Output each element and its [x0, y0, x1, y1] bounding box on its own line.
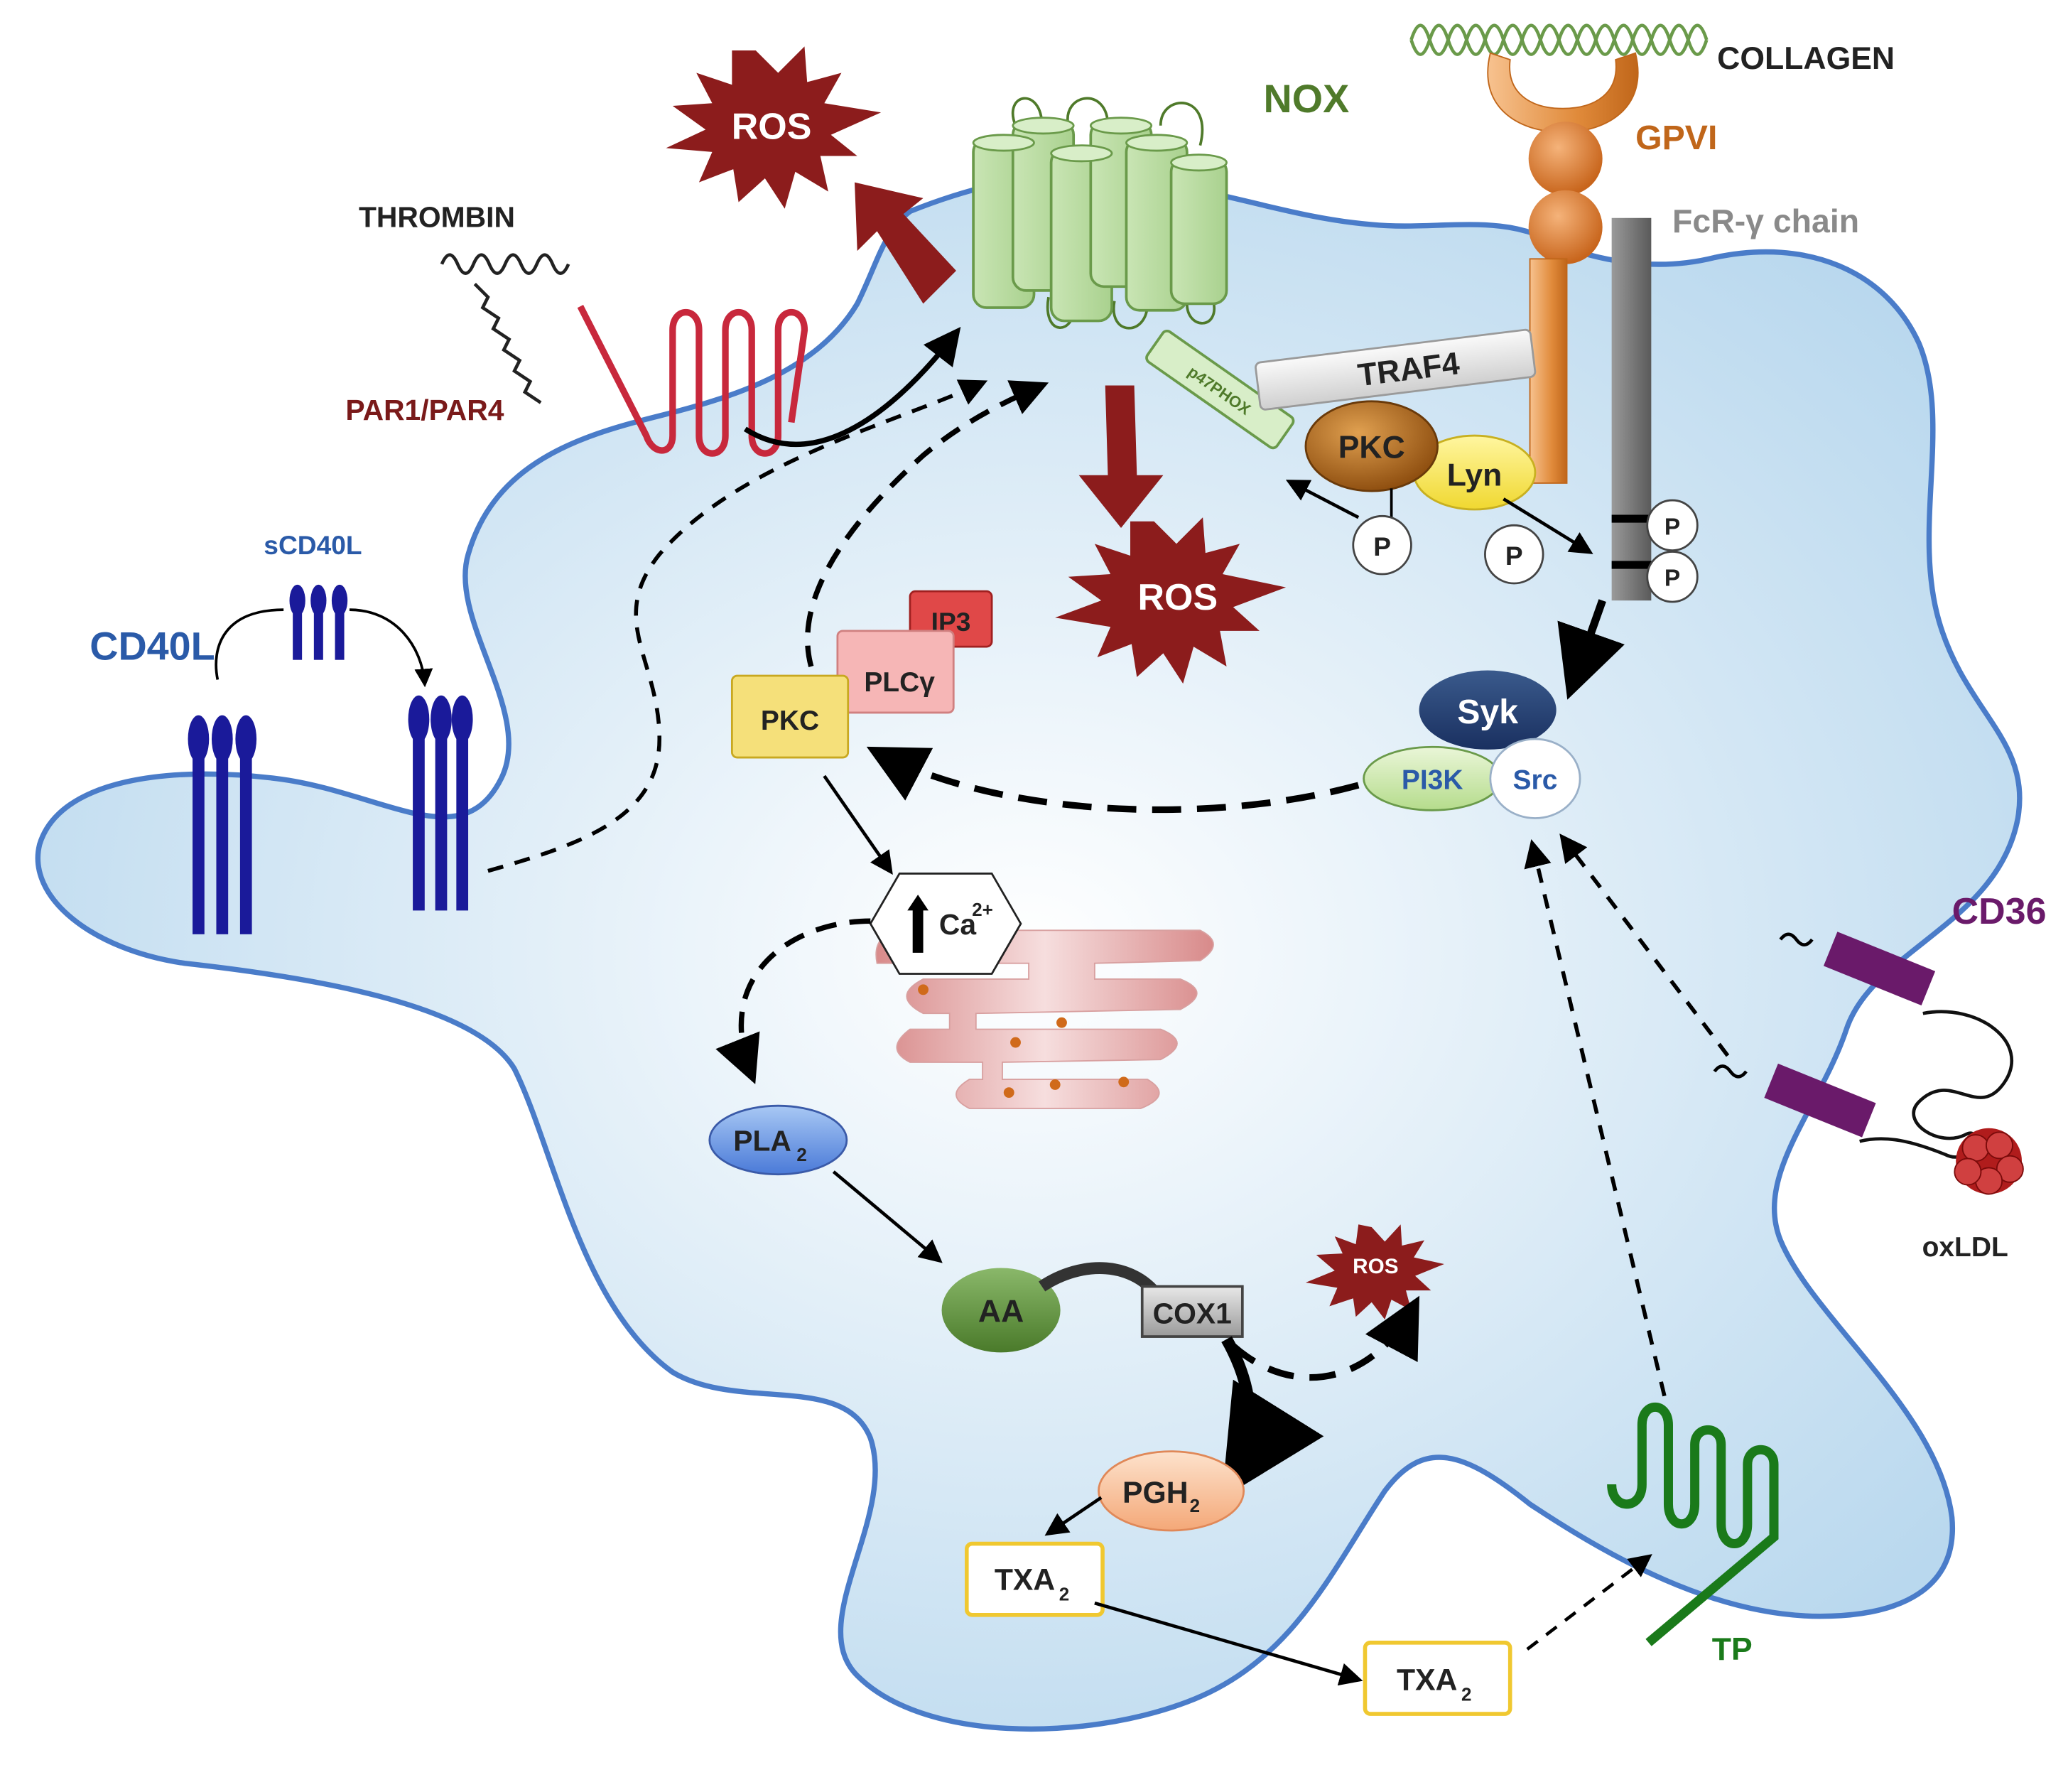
ros-small-label: ROS	[1353, 1255, 1398, 1278]
calcium-label: Ca	[939, 908, 976, 941]
txa2-outside-subscript: 2	[1461, 1683, 1471, 1705]
txa2-outside-label: TXA	[1397, 1663, 1457, 1697]
traf4-protein: TRAF4	[1255, 328, 1537, 411]
arachidonic-acid	[941, 1268, 1061, 1353]
syk-label: Syk	[1457, 693, 1518, 731]
ros-star-middle: ROS	[1055, 517, 1287, 684]
nox-complex	[972, 97, 1228, 330]
cox1-label: COX1	[1153, 1297, 1232, 1330]
pi3k-label: PI3K	[1402, 765, 1463, 796]
up-arrow-icon	[907, 895, 929, 953]
ros-star-small: ROS	[1305, 1224, 1444, 1319]
nox-label: NOX	[1264, 77, 1350, 121]
syk-kinase	[1419, 670, 1557, 750]
cox1-box: COX1	[1140, 1285, 1244, 1338]
aa-label: AA	[978, 1295, 1024, 1329]
gpvi-receptor	[1487, 52, 1639, 484]
txa2-box-outside: TXA 2	[1363, 1640, 1512, 1716]
src-label: Src	[1513, 765, 1558, 796]
phosphate-circle	[1352, 514, 1412, 576]
pgh2-label: PGH	[1122, 1476, 1189, 1510]
pla2-subscript: 2	[796, 1144, 806, 1165]
phosphate-label: P	[1505, 541, 1523, 571]
collagen-label: COLLAGEN	[1717, 41, 1895, 76]
txa2-inside-label: TXA	[995, 1563, 1055, 1597]
ros-star-top: ROS	[666, 46, 882, 209]
cd36-label: CD36	[1952, 891, 2047, 932]
ros-middle-label: ROS	[1138, 577, 1218, 618]
membrane-cd40l-right	[408, 695, 473, 911]
soluble-cd40l	[289, 584, 348, 660]
fcr-gamma-chain	[1611, 217, 1655, 601]
lyn-label: Lyn	[1447, 458, 1503, 493]
pkc-yellow-label: PKC	[761, 706, 819, 736]
cd36-receptor	[1713, 932, 2014, 1159]
thrombin-molecule	[440, 253, 570, 404]
par-label: PAR1/PAR4	[345, 394, 504, 426]
gpvi-label: GPVI	[1635, 119, 1717, 157]
txa2-inside-subscript: 2	[1059, 1583, 1069, 1604]
nox-to-ros-arrow-down	[1078, 385, 1164, 529]
pgh2-subscript: 2	[1190, 1495, 1200, 1516]
pgh2-molecule	[1098, 1450, 1245, 1532]
phosphate-label: P	[1664, 514, 1680, 540]
collagen-fiber	[1409, 23, 1709, 56]
phosphate-circle	[1646, 551, 1699, 603]
txa2-box-inside: TXA 2	[965, 1541, 1105, 1617]
tp-label: TP	[1712, 1632, 1753, 1667]
oxldl-label: oxLDL	[1922, 1232, 2008, 1263]
thrombin-label: THROMBIN	[359, 201, 515, 234]
ros-top-label: ROS	[732, 106, 812, 147]
calcium-increase-hexagon: Ca 2+	[869, 873, 1022, 975]
pkc-yellow-box: PKC	[730, 674, 850, 759]
phosphate-circle	[1646, 499, 1699, 551]
phosphate-circle	[1484, 524, 1544, 585]
pla2-enzyme	[708, 1104, 848, 1176]
scd40l-label: sCD40L	[264, 530, 362, 560]
calcium-charge-label: 2+	[972, 899, 993, 920]
pla2-label: PLA	[733, 1124, 791, 1157]
fcr-gamma-label: FcR-γ chain	[1672, 203, 1859, 239]
par-receptor	[577, 305, 808, 457]
tp-receptor	[1607, 1403, 1779, 1646]
cd40l-label: CD40L	[90, 625, 215, 669]
src-kinase	[1489, 738, 1581, 819]
membrane-cd40l-left	[188, 715, 257, 934]
oxldl-particle	[1954, 1128, 2024, 1195]
phosphate-label: P	[1373, 531, 1391, 561]
pkc-orange-label: PKC	[1338, 431, 1405, 465]
phosphate-label: P	[1664, 566, 1680, 592]
nox-to-ros-arrow-up	[855, 182, 956, 304]
plcg-box: PLCγ	[836, 630, 955, 714]
plcg-label: PLCγ	[864, 667, 935, 698]
pkc-orange-kinase	[1304, 400, 1439, 492]
